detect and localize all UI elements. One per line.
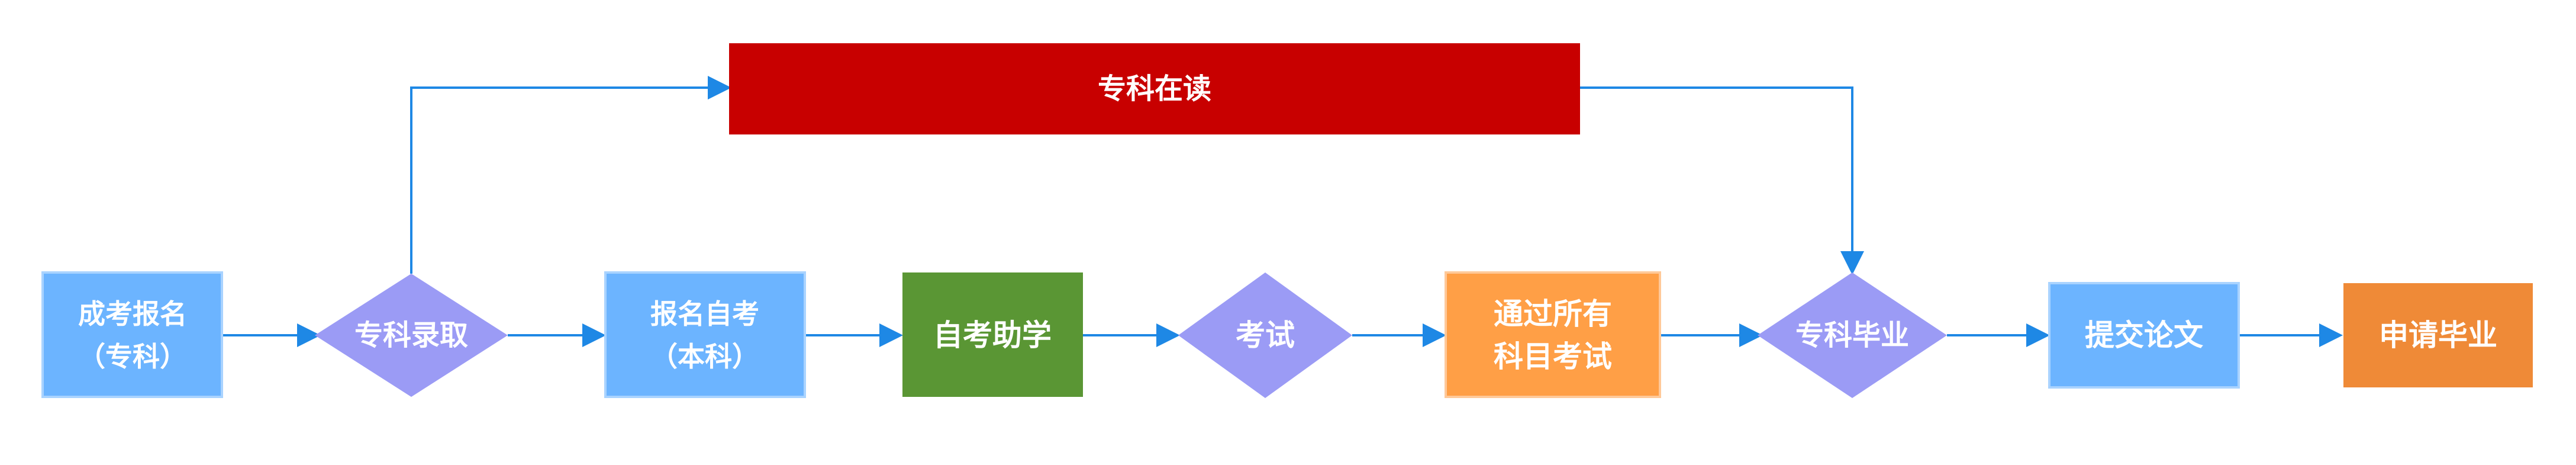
node-tutoring: 自考助学: [902, 272, 1083, 397]
node-pass-all: 通过所有 科目考试: [1445, 271, 1661, 398]
arrow-studying-to-graduate: [1580, 86, 1864, 275]
node-admitted-label: 专科录取: [354, 319, 468, 352]
node-apply-selfexam: 报名自考 （本科）: [604, 271, 806, 398]
node-admitted: 专科录取: [315, 274, 508, 397]
node-studying-label: 专科在读: [1098, 72, 1211, 105]
node-thesis-label: 提交论文: [2085, 318, 2203, 352]
node-apply-chengkao-line1: 成考报名: [78, 298, 187, 330]
node-pass-all-line2: 科目考试: [1494, 339, 1612, 374]
node-tutoring-label: 自考助学: [933, 318, 1052, 352]
node-apply-selfexam-line2: （本科）: [650, 341, 759, 373]
node-graduate-zk: 专科毕业: [1758, 272, 1947, 398]
node-studying: 专科在读: [729, 43, 1580, 134]
node-apply-chengkao: 成考报名 （专科）: [41, 271, 223, 398]
node-pass-all-line1: 通过所有: [1494, 297, 1612, 331]
node-exam: 考试: [1178, 272, 1352, 398]
node-graduate-zk-label: 专科毕业: [1795, 319, 1909, 352]
node-exam-label: 考试: [1236, 318, 1295, 352]
node-apply-graduation: 申请毕业: [2343, 283, 2533, 387]
node-apply-graduation-label: 申请毕业: [2379, 318, 2497, 352]
node-apply-selfexam-line1: 报名自考: [650, 298, 759, 330]
node-apply-chengkao-line2: （专科）: [78, 341, 187, 373]
arrow-admitted-to-studying: [410, 76, 731, 274]
node-thesis: 提交论文: [2048, 282, 2240, 389]
